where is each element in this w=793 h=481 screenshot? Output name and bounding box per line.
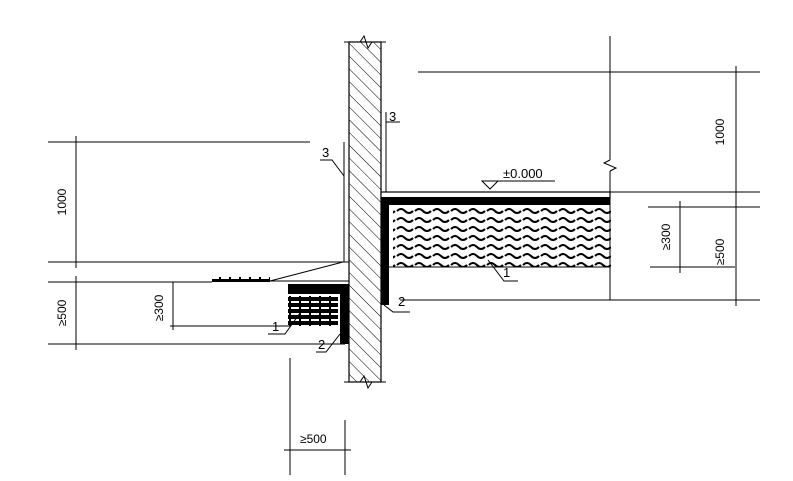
callout-1-right: 1 (503, 265, 510, 280)
right-1000-label: 1000 (713, 118, 727, 145)
bottom-dimension: ≥500 (284, 358, 351, 475)
left-slab (212, 261, 350, 344)
elevation-label: ±0.000 (503, 166, 543, 181)
bottom-500-label: ≥500 (300, 432, 327, 446)
right-dimensions: 1000 ≥300 ≥500 (400, 36, 760, 306)
callouts: 1 2 3 1 2 3 (268, 109, 518, 353)
left-1000-label: 1000 (55, 188, 69, 215)
callout-2-left: 2 (318, 337, 325, 352)
left-dimensions: 1000 ≥500 ≥300 (48, 136, 345, 350)
wall (344, 34, 386, 390)
callout-3-right: 3 (389, 109, 396, 124)
left-500-label: ≥500 (55, 299, 69, 326)
callout-2-right: 2 (398, 294, 405, 309)
right-500-label: ≥500 (713, 238, 727, 265)
callout-3-left: 3 (322, 145, 329, 160)
right-slab (380, 191, 611, 305)
elevation-marker: ±0.000 (480, 166, 555, 190)
left-300-label: ≥300 (152, 294, 166, 321)
callout-1-left: 1 (272, 319, 279, 334)
right-300-label: ≥300 (659, 223, 673, 250)
